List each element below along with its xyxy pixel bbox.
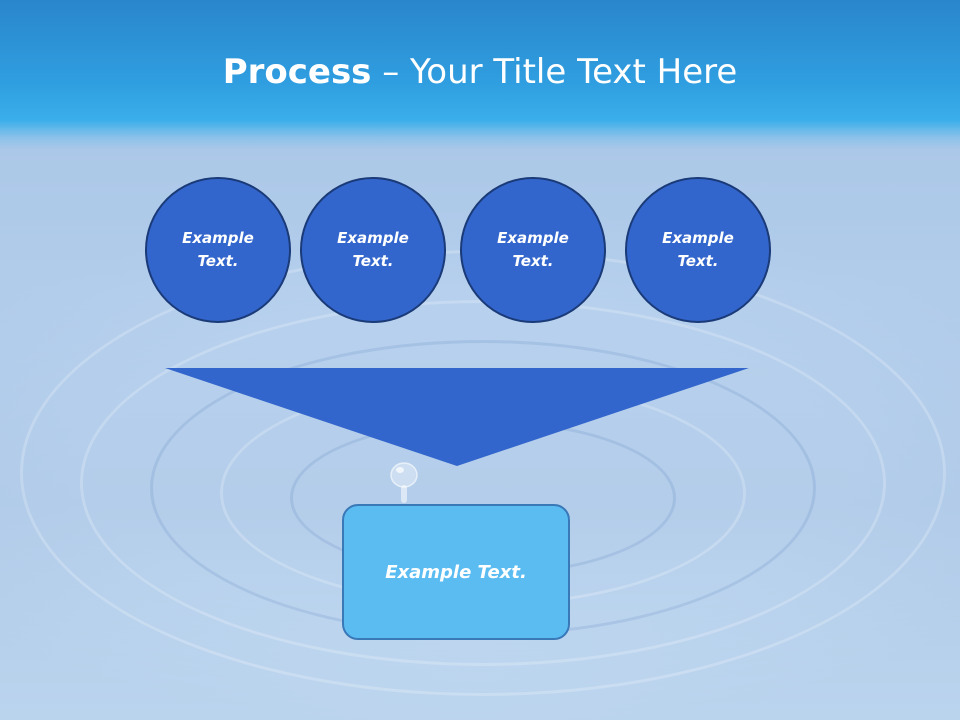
- funnel-triangle[interactable]: [165, 368, 749, 466]
- process-circle-3[interactable]: Example Text.: [460, 177, 606, 323]
- process-circle-label: Example Text.: [337, 229, 409, 270]
- process-circle-4[interactable]: Example Text.: [625, 177, 771, 323]
- result-box[interactable]: Example Text.: [342, 504, 570, 640]
- slide-title[interactable]: Process – Your Title Text Here: [0, 52, 960, 92]
- result-label: Example Text.: [385, 561, 527, 583]
- water-drop-decoration: [390, 462, 418, 503]
- process-circle-label: Example Text.: [497, 229, 569, 270]
- header-band: [0, 0, 960, 150]
- process-circle-1[interactable]: Example Text.: [145, 177, 291, 323]
- process-circle-2[interactable]: Example Text.: [300, 177, 446, 323]
- process-circle-label: Example Text.: [662, 229, 734, 270]
- title-bold: Process: [222, 52, 372, 92]
- process-circle-label: Example Text.: [182, 229, 254, 270]
- title-rest: – Your Title Text Here: [371, 52, 738, 92]
